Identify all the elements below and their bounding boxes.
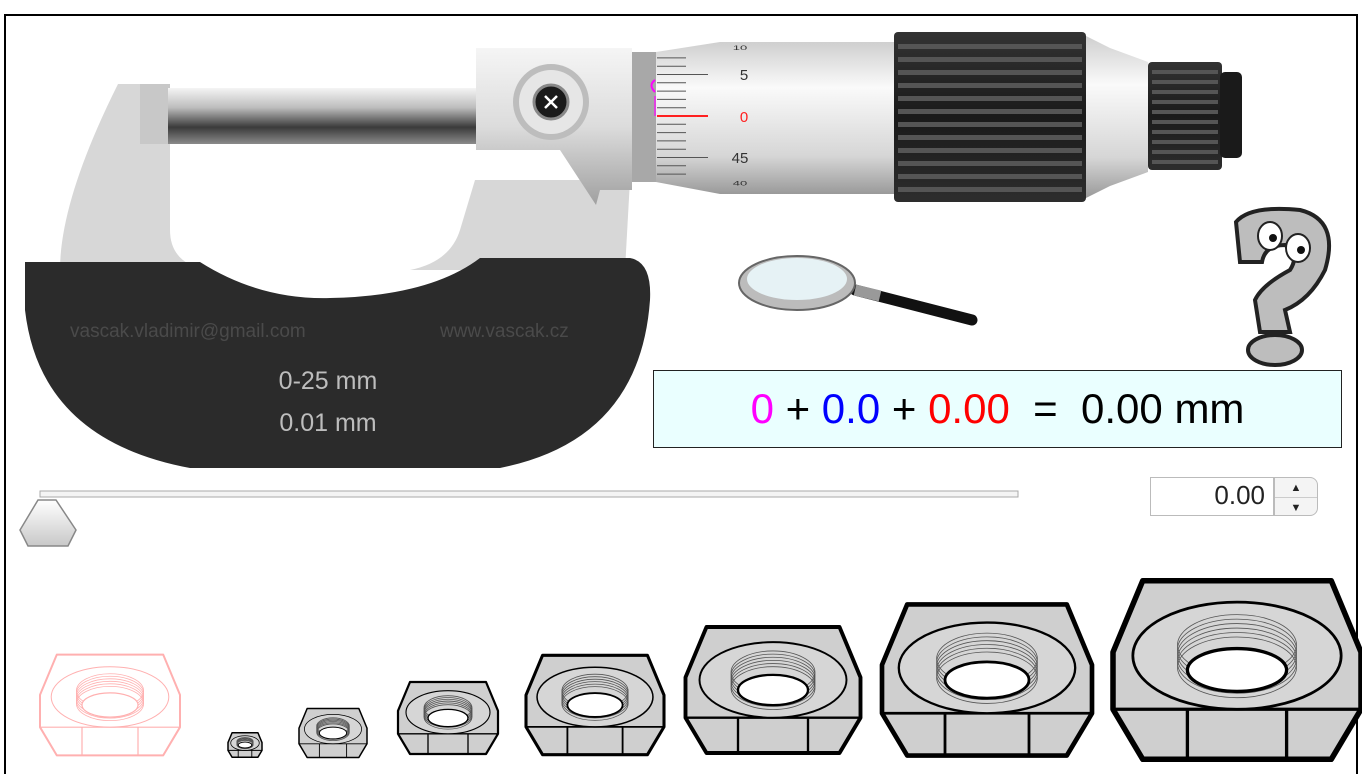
ratchet-ridge: [1152, 80, 1218, 84]
micrometer-frame-light: [60, 84, 630, 270]
range-text: 0-25 mm: [279, 367, 378, 395]
nut-3[interactable]: [298, 707, 368, 759]
half-scale-value: 0.0: [821, 385, 881, 432]
nut-thread: [423, 704, 473, 730]
nut-hole: [566, 692, 624, 718]
nut-thread: [236, 740, 254, 750]
grip-ridge: [898, 122, 1082, 127]
nut-7[interactable]: [879, 602, 1095, 758]
triangle-down-icon: ▼: [1290, 501, 1302, 514]
spinner-input[interactable]: 0.00: [1150, 477, 1274, 516]
grip-ridge: [898, 187, 1082, 192]
nut-6[interactable]: [683, 625, 863, 755]
ratchet-ridge: [1152, 160, 1218, 164]
help-question-mark-icon[interactable]: [1233, 206, 1332, 367]
sleeve-scale: [632, 52, 657, 182]
grip-ridge: [898, 109, 1082, 114]
nut-1[interactable]: [39, 653, 181, 757]
thimble-value: 0.00: [928, 385, 1010, 432]
ratchet-ridge: [1152, 110, 1218, 114]
nut-selection: [39, 577, 1362, 763]
grip-ridge: [898, 83, 1082, 88]
triangle-up-icon: ▲: [1290, 481, 1302, 494]
spinner-down-button[interactable]: ▼: [1275, 498, 1317, 517]
thimble-label-0: 0: [740, 109, 748, 126]
nut-2[interactable]: [227, 732, 263, 758]
nut-5[interactable]: [524, 653, 666, 757]
slider-track[interactable]: [39, 490, 1019, 498]
nut-thread: [1177, 636, 1297, 699]
equals-sign: =: [1033, 385, 1058, 432]
ratchet-ridge: [1152, 100, 1218, 104]
anvil: [140, 84, 170, 144]
magnifying-glass-icon[interactable]: [738, 255, 978, 326]
nut-hole: [427, 708, 469, 728]
grip-ridge: [898, 135, 1082, 140]
thimble-label-5: 5: [740, 67, 748, 84]
nut-hole: [1185, 646, 1289, 694]
total-value: 0.00 mm: [1081, 385, 1245, 432]
nut-hole: [237, 741, 253, 749]
grip-ridge: [898, 57, 1082, 62]
slider-thumb[interactable]: [19, 499, 77, 547]
grip-ridge: [898, 148, 1082, 153]
app-frame: [4, 14, 1358, 774]
nut-hole: [943, 660, 1031, 700]
ratchet-neck: [1086, 36, 1148, 198]
nut-hole: [81, 692, 139, 718]
ratchet-ridge: [1152, 90, 1218, 94]
thimble-label-45: 45: [732, 150, 749, 167]
thimble[interactable]: [656, 42, 896, 194]
micrometer-frame: [25, 258, 651, 468]
ratchet-ridge: [1152, 70, 1218, 74]
thimble-label-40: 40: [733, 180, 748, 187]
nut-thread: [316, 723, 350, 741]
nut-thread: [730, 666, 816, 710]
plus-sign: +: [891, 385, 917, 432]
grip-ridge: [898, 174, 1082, 179]
nut-thread: [936, 651, 1038, 704]
ratchet-ridge: [1152, 120, 1218, 124]
nut-thread: [561, 686, 629, 721]
nut-thread: [76, 685, 144, 722]
ratchet-ridge: [1152, 130, 1218, 134]
lock-knob[interactable]: [513, 64, 589, 140]
ratchet-ridge: [1152, 150, 1218, 154]
grip-ridges: [898, 44, 1082, 192]
nut-hole: [318, 726, 348, 740]
nut-4[interactable]: [396, 680, 500, 756]
nut-thread: [1177, 632, 1297, 694]
ratchet-ridge: [1152, 140, 1218, 144]
reading-display: 0 + 0.0 + 0.00 = 0.00 mm: [653, 370, 1342, 448]
nut-thread: [936, 647, 1038, 701]
value-spinner[interactable]: 0.00 ▲ ▼: [1150, 477, 1318, 516]
slider[interactable]: [19, 490, 1019, 547]
spinner-up-button[interactable]: ▲: [1275, 478, 1317, 498]
grip-ridge: [898, 70, 1082, 75]
nut-hole: [736, 673, 810, 707]
resolution-text: 0.01 mm: [279, 409, 376, 437]
close-x-icon: [544, 95, 558, 109]
email-text: vascak.vladimir@gmail.com: [70, 321, 306, 342]
grip-ridge: [898, 161, 1082, 166]
ratchet-cap: [1220, 72, 1242, 158]
website-text: www.vascak.cz: [439, 321, 569, 342]
thimble-label-10: 10: [733, 45, 748, 52]
thimble-ticks: [657, 57, 708, 175]
ratchet-ridges: [1152, 70, 1218, 164]
main-scale-value: 0: [750, 385, 774, 432]
nut-8[interactable]: [1110, 577, 1362, 763]
plus-sign: +: [785, 385, 811, 432]
sleeve-mark-half: [650, 79, 656, 93]
spindle: [168, 88, 478, 144]
grip-ridge: [898, 44, 1082, 49]
grip-ridge: [898, 96, 1082, 101]
